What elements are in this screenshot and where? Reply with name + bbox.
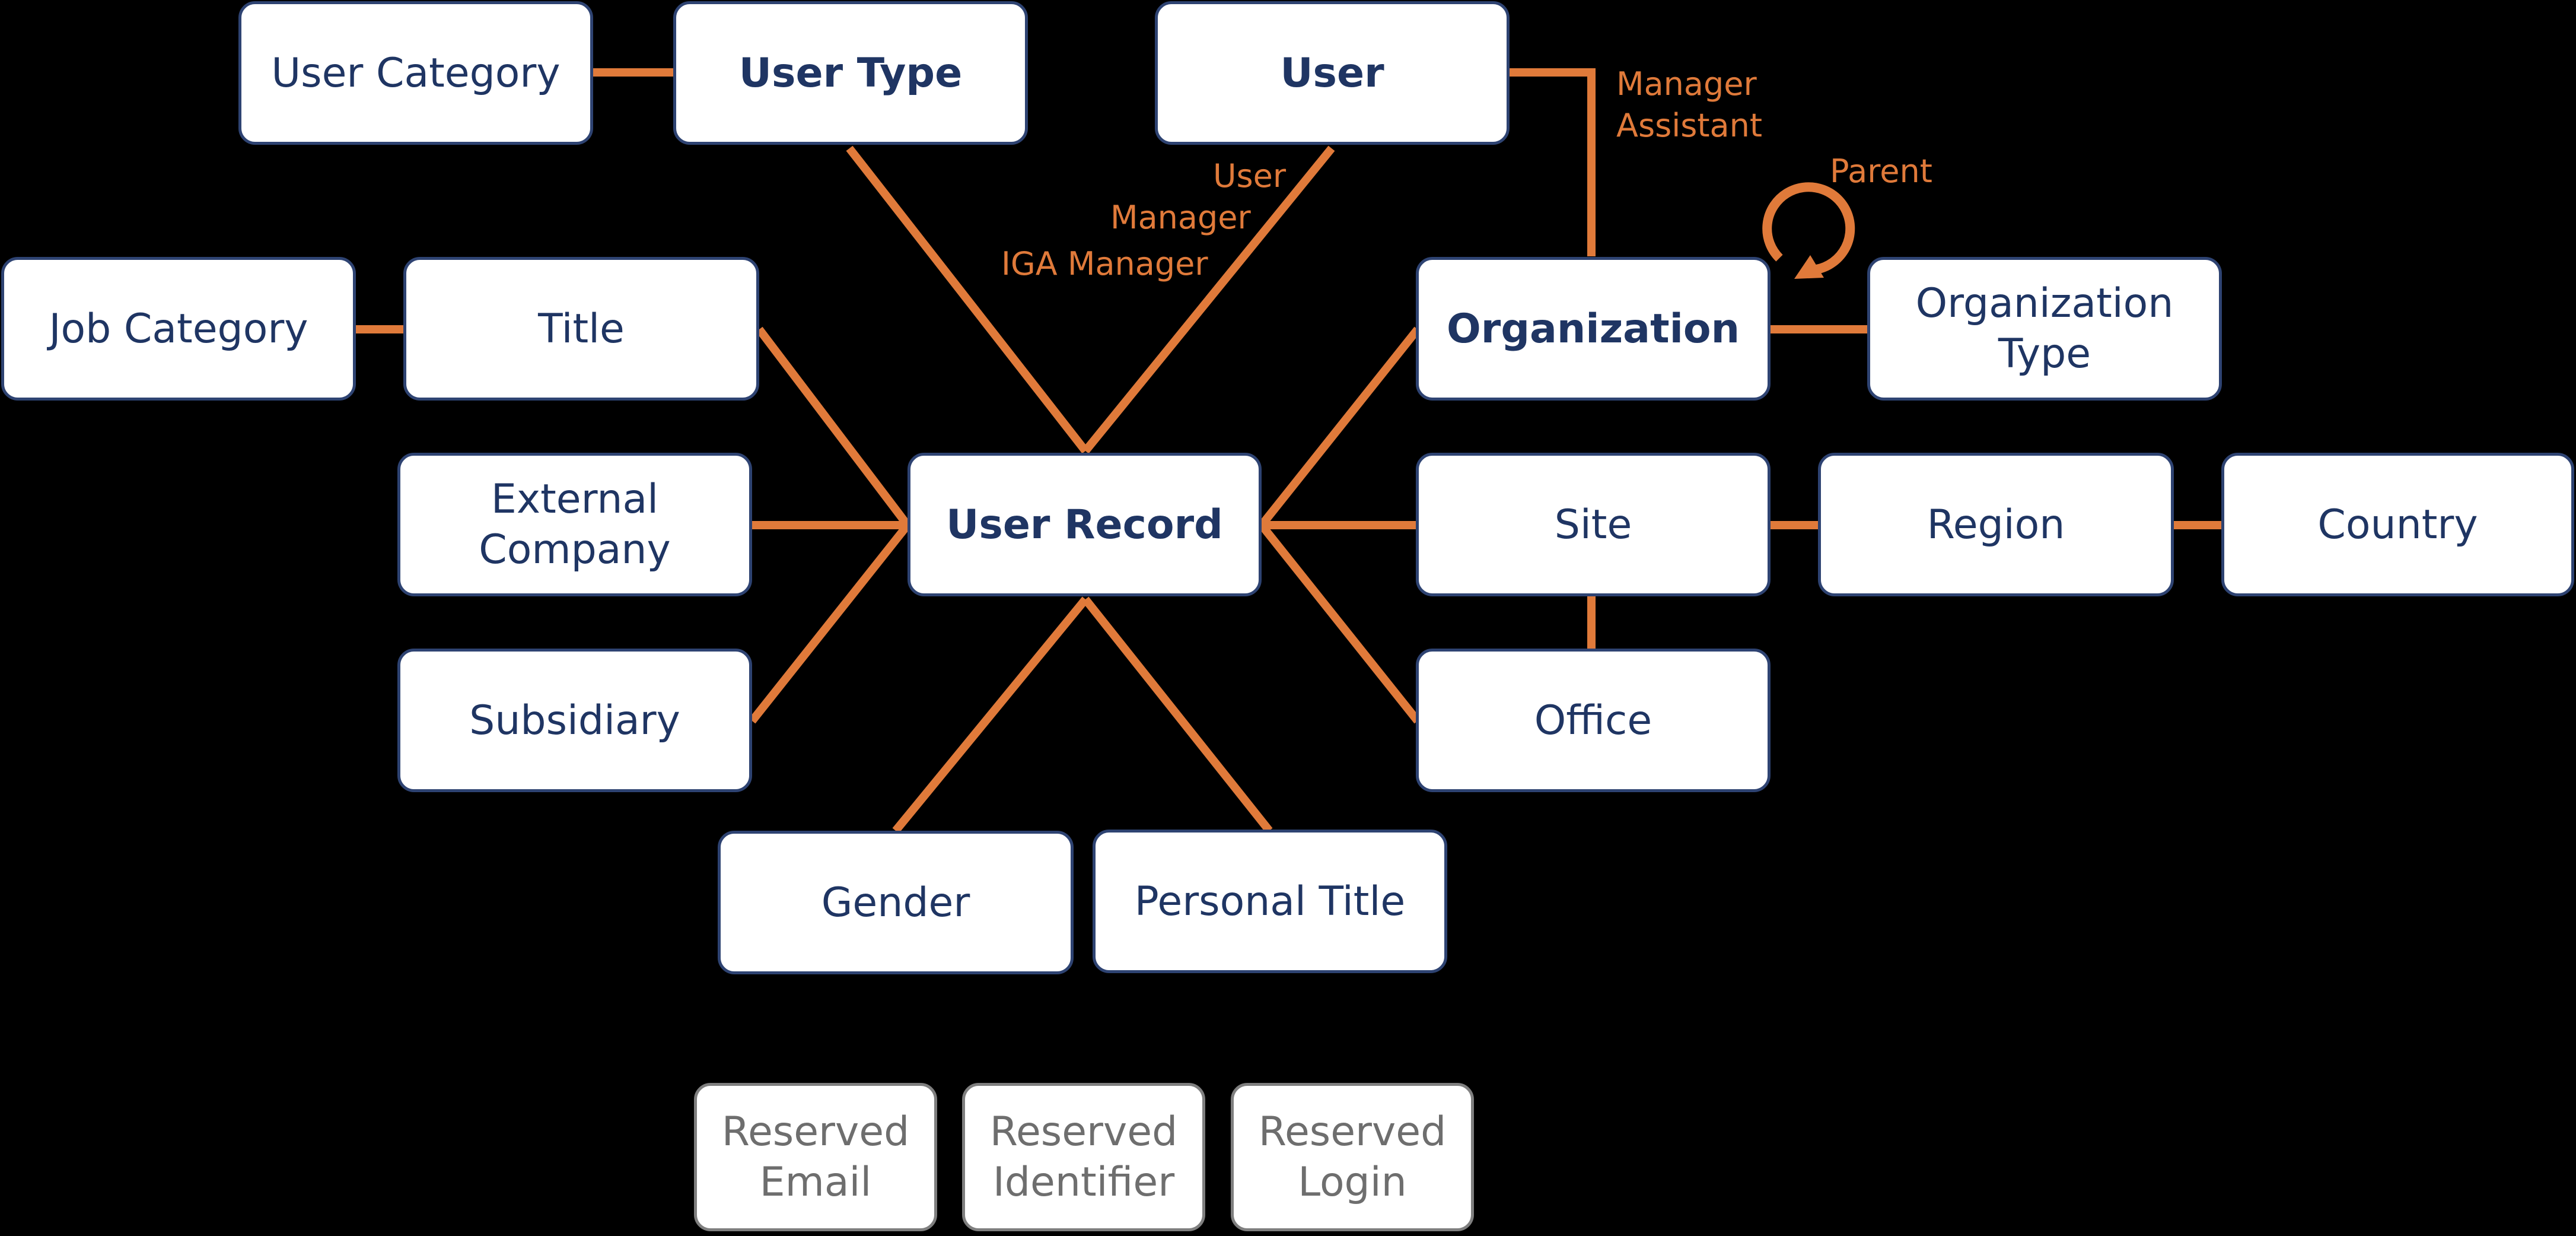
node-reserved-email: Reserved Email xyxy=(694,1083,937,1231)
edge-label-user-manager: Manager xyxy=(1110,199,1251,236)
circular-arrow-icon xyxy=(1762,182,1855,279)
edge-label-user: User xyxy=(1213,157,1287,195)
node-office: Office xyxy=(1416,649,1771,792)
node-title: Title xyxy=(403,257,759,401)
edge-label-assistant: Assistant xyxy=(1616,107,1763,144)
node-job-category: Job Category xyxy=(1,257,356,401)
node-external-company: External Company xyxy=(397,453,752,596)
node-subsidiary: Subsidiary xyxy=(397,649,752,792)
node-site: Site xyxy=(1416,453,1771,596)
edge-subsidiary-user-record xyxy=(749,522,911,724)
edge-user-record-gender xyxy=(892,596,1089,834)
node-user: User xyxy=(1155,1,1510,145)
node-user-type: User Type xyxy=(673,1,1028,145)
edge-user-user-record xyxy=(1082,145,1335,454)
edge-label-manager: Manager xyxy=(1616,65,1757,103)
edge-office-user-record xyxy=(1258,522,1421,724)
edge-label-iga-manager: IGA Manager xyxy=(1001,245,1208,282)
node-reserved-identifier: Reserved Identifier xyxy=(962,1083,1205,1231)
edge-title-user-record xyxy=(756,326,911,528)
node-gender: Gender xyxy=(718,831,1074,974)
node-region: Region xyxy=(1818,453,2174,596)
node-user-category: User Category xyxy=(238,1,593,145)
node-organization-type: Organization Type xyxy=(1867,257,2222,401)
node-country: Country xyxy=(2221,453,2574,596)
node-personal-title: Personal Title xyxy=(1093,830,1447,973)
node-organization: Organization xyxy=(1416,257,1771,401)
edge-user-record-personal-title xyxy=(1082,596,1273,834)
node-reserved-login: Reserved Login xyxy=(1231,1083,1474,1231)
node-user-record: User Record xyxy=(908,453,1262,596)
edge-label-parent: Parent xyxy=(1830,152,1932,190)
edge-user-organization xyxy=(1510,68,1596,256)
edge-user-type-user-record xyxy=(846,145,1089,454)
edge-organization-user-record xyxy=(1258,326,1421,528)
